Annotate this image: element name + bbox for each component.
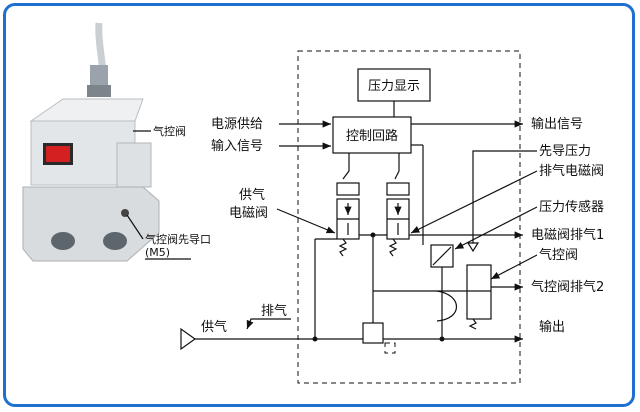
pressure-display-label: 压力显示 — [368, 79, 420, 94]
input-signal-label: 输入信号 — [211, 138, 263, 154]
supply-solenoid-valve — [336, 182, 360, 257]
photo-label-pilot-port-size: (M5) — [145, 246, 170, 259]
pilot-pressure-label: 先导压力 — [539, 144, 591, 159]
control-circuit-label: 控制回路 — [346, 128, 398, 144]
exhaust-solenoid-label: 排气电磁阀 — [539, 163, 604, 179]
photo-label-pilot-port: 气控阀先导口 — [145, 232, 211, 246]
output-label: 输出 — [539, 319, 565, 335]
cable-gland — [90, 65, 108, 87]
connector-nut — [87, 85, 111, 97]
supply-solenoid-label-2: 电磁阀 — [229, 206, 268, 221]
air-valve-symbol — [466, 264, 492, 320]
regulator-base — [22, 186, 160, 262]
supply-label: 供气 — [201, 319, 227, 335]
control-circuit-box — [332, 116, 412, 154]
output-signal-label: 输出信号 — [531, 116, 583, 132]
power-supply-label: 电源供给 — [211, 117, 263, 132]
air-valve-body — [116, 142, 152, 188]
product-photo: 气控阀 气控阀先导口 (M5) — [22, 22, 211, 262]
exhaust-solenoid-valve — [386, 182, 410, 257]
solenoid-exhaust-1-label: 电磁阀排气1 — [531, 227, 604, 243]
air-valve-label: 气控阀 — [539, 247, 578, 263]
main-air-valve — [362, 322, 384, 344]
supply-solenoid-label-1: 供气 — [239, 187, 265, 203]
regulator-boundary — [297, 50, 521, 384]
port-right — [103, 232, 127, 250]
supply-symbol — [180, 327, 197, 351]
port-left — [51, 232, 75, 250]
pilot-port-leader — [126, 214, 144, 240]
air-valve-exhaust-2-label: 气控阀排气2 — [531, 279, 604, 295]
pressure-display-box — [357, 68, 431, 102]
pneumatic-diagram: 压力显示 控制回路 电源供给 输入信号 输出信号 — [180, 50, 604, 384]
exhaust-label: 排气 — [261, 303, 287, 319]
exhaust-arrow — [246, 318, 291, 330]
figure-canvas: 气控阀 气控阀先导口 (M5) 压力显示 控制回路 电源供给 输入信号 输出信号 — [22, 22, 604, 384]
pressure-sensor-label: 压力传感器 — [539, 199, 604, 215]
photo-label-air-valve: 气控阀 — [153, 124, 186, 138]
figure-frame: 气控阀 气控阀先导口 (M5) 压力显示 控制回路 电源供给 输入信号 输出信号 — [3, 3, 635, 407]
